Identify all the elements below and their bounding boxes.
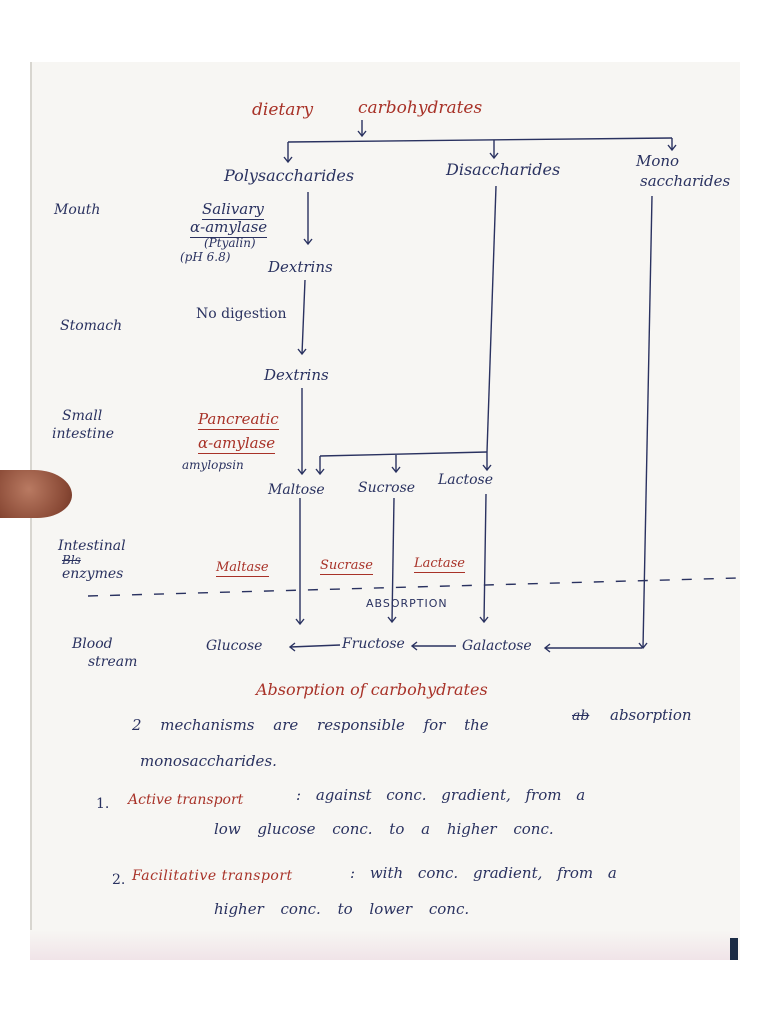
notes-item1-text1: : against conc. gradient, from a (296, 786, 586, 804)
label-lactose: Lactose (438, 472, 494, 488)
region-mouth: Mouth (54, 202, 101, 218)
label-dextrins-2: Dextrins (264, 366, 329, 384)
label-no-digestion: No digestion (196, 306, 287, 322)
arrow-dextrins-dextrins (301, 279, 306, 355)
arrowhead-title (357, 130, 367, 138)
notes-intro-line1-end: absorption (610, 706, 692, 724)
mono-down-line (642, 195, 653, 649)
notes-item2-term: Facilitative transport (132, 868, 293, 884)
arrow-sucrose-fructose (391, 497, 395, 623)
page-shadow (30, 930, 738, 960)
di-down-line (486, 185, 497, 453)
label-mono-line1: Mono (636, 152, 680, 170)
label-disaccharides: Disaccharides (446, 160, 561, 179)
notes-item1-term: Active transport (128, 792, 244, 808)
branch-bar (287, 137, 673, 143)
label-sucrose: Sucrose (358, 480, 416, 496)
region-stomach: Stomach (60, 318, 123, 334)
notes-heading: Absorption of carbohydrates (256, 680, 488, 699)
page-corner (730, 938, 738, 960)
label-salivary: Salivary (202, 200, 264, 220)
region-intestinal-struck: Bls (62, 553, 81, 567)
region-blood-line2: stream (88, 654, 138, 670)
label-ptyalin: (Ptyalin) (204, 236, 256, 250)
label-salivary-amylase: α-amylase (190, 218, 268, 238)
title-dietary: dietary (252, 100, 314, 120)
arrow-lactose-galactose (483, 493, 487, 623)
label-absorption: ABSORPTION (366, 597, 448, 610)
title-carbohydrates: carbohydrates (358, 98, 483, 118)
di-split-bar (319, 451, 488, 457)
label-mono-line2: saccharides (640, 172, 731, 190)
label-dextrins-1: Dextrins (268, 258, 333, 276)
region-intestinal-line1: Intestinal (58, 538, 126, 554)
notebook-page (30, 62, 740, 960)
notes-item2-number: 2. (112, 872, 126, 888)
label-fructose: Fructose (342, 636, 405, 652)
notes-intro-struck: ab (572, 708, 590, 724)
notes-item2-text1: : with conc. gradient, from a (350, 864, 617, 882)
label-maltose: Maltose (268, 482, 325, 498)
label-pancreatic-amylase: α-amylase (198, 434, 276, 454)
label-pancreatic: Pancreatic (198, 410, 279, 430)
label-amylopsin: amylopsin (182, 458, 244, 472)
region-blood-line1: Blood (72, 636, 113, 652)
region-small-line2: intestine (52, 426, 114, 442)
label-ph: (pH 6.8) (180, 250, 231, 264)
arrow-fructose-glucose (289, 644, 341, 648)
region-small-line1: Small (62, 408, 103, 424)
notes-intro-line2: monosaccharides. (140, 752, 277, 770)
thumb-photo (0, 470, 72, 518)
notes-item2-text2: higher conc. to lower conc. (214, 900, 470, 918)
notes-item1-text2: low glucose conc. to a higher conc. (214, 820, 554, 838)
label-polysaccharides: Polysaccharides (224, 166, 355, 185)
label-lactase: Lactase (414, 556, 466, 573)
absorption-line (87, 577, 739, 597)
label-glucose: Glucose (206, 638, 263, 654)
label-sucrase: Sucrase (320, 558, 373, 575)
label-maltase: Maltase (216, 560, 269, 577)
notes-intro-line1: 2 mechanisms are responsible for the (132, 716, 489, 734)
label-galactose: Galactose (462, 638, 532, 654)
notes-item1-number: 1. (96, 796, 110, 812)
region-intestinal-line2: enzymes (62, 566, 124, 582)
